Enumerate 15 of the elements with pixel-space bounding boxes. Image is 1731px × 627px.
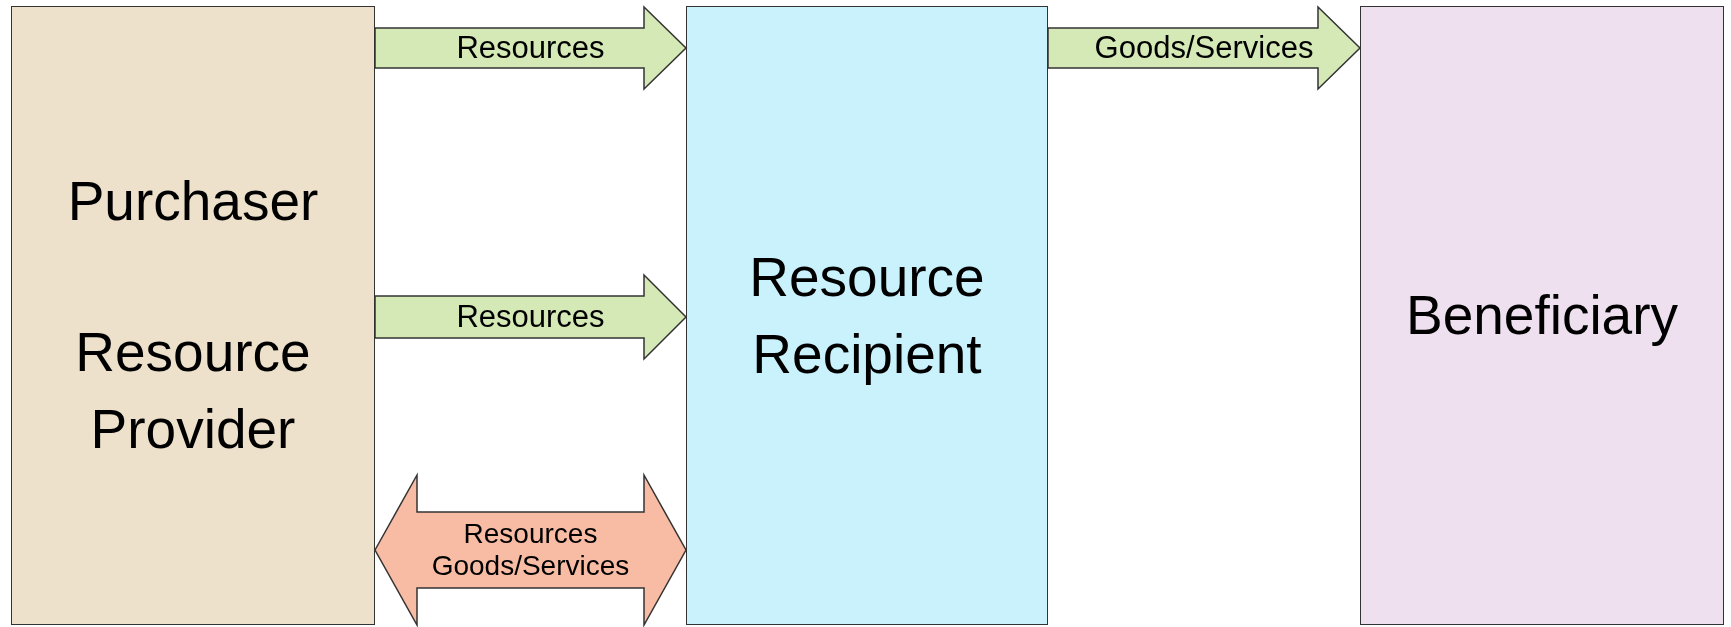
node-label: Resource Provider [74,320,312,462]
edge-label: Resources [455,299,606,335]
node-label: Resource Recipient [748,244,986,387]
block-arrow [1047,5,1362,91]
node-label: Purchaser [66,169,320,234]
process-box [11,6,375,625]
edge-label: Goods/Services [1093,30,1315,66]
edge-label: Resources [455,30,606,66]
edge-label: Resources Goods/Services [430,517,631,583]
process-box [1360,6,1724,625]
block-arrow [374,5,688,91]
block-arrow [374,472,687,627]
block-arrow [374,273,688,361]
node-label: Beneficiary [1404,283,1680,348]
process-box [686,6,1048,625]
